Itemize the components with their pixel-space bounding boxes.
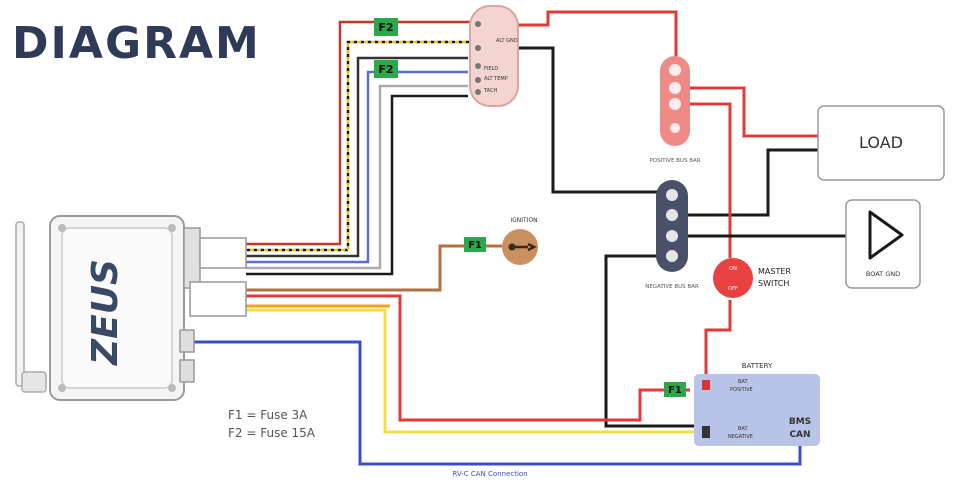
wire-harness-red [246, 20, 478, 246]
negative-bus-bar: NEGATIVE BUS BAR [645, 180, 699, 290]
fuse-f1-battery: F1 [664, 382, 686, 397]
load-label: LOAD [859, 133, 903, 152]
ignition-key: IGNITION [502, 217, 538, 265]
device-brand: ZEUS [85, 259, 126, 366]
wire-red-posbus-to-load [684, 86, 818, 138]
alt-temp-label: ALT TEMP [484, 76, 508, 82]
can-label: RV-C CAN Connection [452, 470, 527, 478]
positive-bus-bar: POSITIVE BUS BAR [649, 56, 701, 164]
fuse-f1-battery-label: F1 [668, 385, 682, 396]
boat-gnd-box: BOAT GND [845, 199, 921, 289]
wire-black-negbus-to-batneg [604, 254, 706, 428]
bat-pos-label-1: BAT [738, 379, 748, 385]
switch-off-label: OFF [728, 286, 738, 292]
wire-harness-black [246, 56, 468, 258]
bms-label-1: BMS [789, 417, 811, 427]
antenna-icon [15, 221, 25, 387]
ground-symbol-icon [868, 210, 904, 260]
fuse-f2-top-label: F2 [378, 21, 393, 34]
load-box: LOAD [817, 105, 945, 181]
bat-pos-label-2: POSITIVE [730, 387, 753, 393]
switch-label-1: MASTER [758, 267, 791, 276]
wire-yellow-device [246, 308, 706, 434]
switch-label-2: SWITCH [758, 279, 789, 288]
wire-harness-black2 [246, 94, 468, 276]
wire-red-switch-to-batpos [704, 300, 732, 380]
bat-neg-label-1: BAT [738, 426, 748, 432]
bms-label-2: CAN [789, 430, 810, 440]
alt-gnd-label: ALT GND [496, 38, 518, 44]
wire-red-alt-to-posbus [478, 10, 678, 70]
fuse-legend-item: F1 = Fuse 3A [228, 408, 308, 422]
zeus-device: ZEUS [15, 215, 247, 401]
wire-red-device-to-batpos [246, 294, 690, 422]
tach-label: TACH [483, 88, 497, 94]
fuse-f2-bottom: F2 [374, 60, 398, 78]
fuse-legend: F1 = Fuse 3A F2 = Fuse 15A [228, 406, 315, 442]
wire-blue-can [190, 340, 802, 466]
negative-bus-label: NEGATIVE BUS BAR [645, 284, 699, 290]
diagram-title: DIAGRAM [12, 18, 261, 69]
fuse-f2-top: F2 [374, 18, 398, 36]
master-switch: ON OFF MASTER SWITCH [713, 258, 791, 298]
bat-neg-label-2: NEGATIVE [728, 434, 753, 440]
wire-harness-gray [246, 84, 468, 270]
fuse-f1-ignition: F1 [464, 237, 486, 252]
field-label: FIELD [484, 66, 498, 72]
positive-bus-label: POSITIVE BUS BAR [649, 158, 700, 164]
ignition-label: IGNITION [510, 217, 537, 224]
fuse-f2-bottom-label: F2 [378, 63, 393, 76]
fuse-legend-item: F2 = Fuse 15A [228, 426, 315, 440]
alternator: ALT GND FIELD ALT TEMP TACH [469, 5, 519, 107]
wire-black-negbus-to-load [680, 148, 818, 217]
wire-red-posbus-to-switch [684, 102, 732, 258]
boat-gnd-label: BOAT GND [866, 270, 900, 278]
switch-on-label: ON [729, 266, 737, 272]
wire-harness-blue [246, 70, 468, 264]
fuse-f1-ignition-label: F1 [468, 240, 482, 251]
wire-harness-yellow [246, 40, 470, 252]
battery: BATTERY BAT POSITIVE BAT NEGATIVE BMS CA… [694, 362, 820, 446]
battery-label: BATTERY [742, 362, 773, 370]
